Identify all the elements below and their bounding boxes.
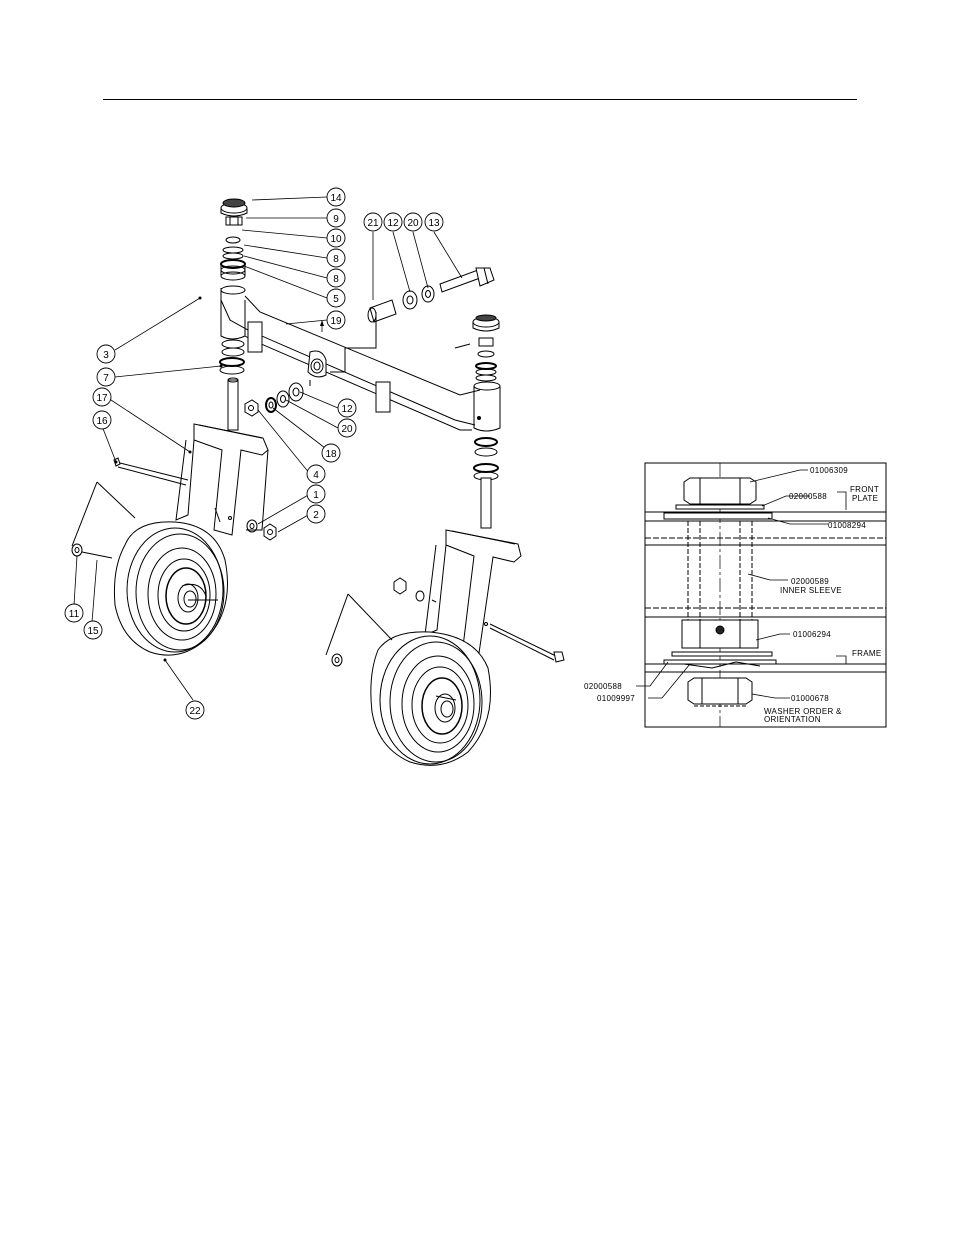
detail-bolt-head <box>684 478 756 504</box>
detail-label-nut: 01000678 <box>791 694 829 703</box>
detail-label-bolt: 01006309 <box>810 466 848 475</box>
detail-label-washer-top: 02000588 <box>789 492 827 501</box>
detail-washer-top-lower <box>664 513 772 519</box>
detail-label-washer-mid: 01006294 <box>793 630 831 639</box>
detail-note-line2: ORIENTATION <box>764 715 821 724</box>
detail-nut <box>688 678 752 706</box>
detail-lower-bushing <box>682 620 758 648</box>
detail-label-front: FRONT <box>850 485 879 494</box>
detail-label-washer-bottom-left2: 01009997 <box>597 694 635 703</box>
detail-label-washer-top-lower: 01008294 <box>828 521 866 530</box>
detail-label-plate: PLATE <box>852 494 878 503</box>
detail-label-frame: FRAME <box>852 649 882 658</box>
detail-frame <box>645 463 886 727</box>
detail-washer-top <box>676 505 764 509</box>
detail-label-inner-sleeve-part: 02000589 <box>791 577 829 586</box>
detail-bottom-washers <box>664 652 776 668</box>
detail-label-washer-bottom-left: 02000588 <box>584 682 622 691</box>
detail-label-inner-sleeve: INNER SLEEVE <box>780 586 842 595</box>
